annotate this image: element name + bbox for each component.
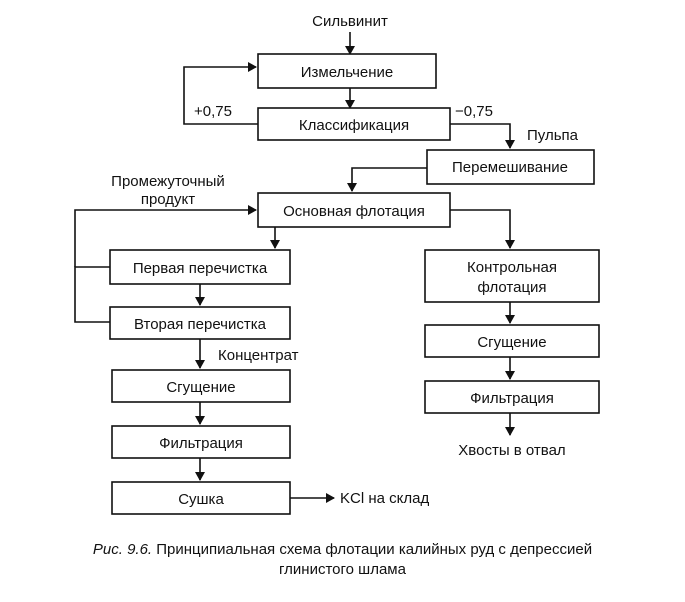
caption-title-part1: Принципиальная схема флотации калийных р… — [156, 541, 593, 558]
silvinit-label: Сильвинит — [312, 13, 388, 30]
arrow-main-to-control-flotation — [450, 209, 515, 249]
classification-label: Классификация — [299, 117, 409, 134]
tailings-label: Хвосты в отвал — [458, 442, 565, 459]
pulp-label: Пульпа — [527, 127, 579, 144]
mixing-label: Перемешивание — [452, 159, 568, 176]
mixing-box — [426, 149, 595, 185]
control-flotation-label-line1: Контрольная — [467, 259, 557, 276]
minus-fraction-label: −0,75 — [455, 103, 493, 120]
second-cleaning-box — [109, 306, 291, 340]
concentrate-label: Концентрат — [218, 347, 299, 364]
control-flotation-label-line2: флотация — [477, 279, 546, 296]
control-flotation-box — [424, 249, 600, 303]
left-filtration-label: Фильтрация — [159, 435, 243, 452]
grinding-box — [257, 53, 437, 89]
caption-line-1: Рис. 9.6. Принципиальная схема флотации … — [0, 540, 685, 560]
middling-label-line2: продукт — [141, 191, 195, 208]
grinding-label: Измельчение — [301, 64, 394, 81]
figure-caption: Рис. 9.6. Принципиальная схема флотации … — [0, 540, 685, 580]
arrow-mixing-to-main-flotation — [347, 167, 427, 192]
middling-return-arrow — [74, 205, 257, 267]
left-thickening-label: Сгущение — [166, 379, 235, 396]
caption-figure-number: Рис. 9.6. — [92, 541, 153, 558]
plus-fraction-label: +0,75 — [194, 103, 232, 120]
middling-loop-lines — [74, 266, 110, 323]
recycle-plus-line — [183, 62, 258, 125]
flotation-flow-diagram: Сильвинит Измельчение Классификация +0,7… — [74, 13, 600, 515]
left-thickening-box — [111, 369, 291, 403]
first-cleaning-label: Первая перечистка — [133, 260, 268, 277]
right-thickening-box — [424, 324, 600, 358]
caption-line-2: глинистого шлама — [279, 561, 406, 578]
right-filtration-box — [424, 380, 600, 414]
drying-box — [111, 481, 291, 515]
drying-label: Сушка — [178, 491, 224, 508]
right-thickening-label: Сгущение — [477, 334, 546, 351]
minus-fraction-line — [450, 123, 515, 149]
middling-label-line1: Промежуточный — [111, 173, 225, 190]
left-filtration-box — [111, 425, 291, 459]
kcl-warehouse-label: KCl на склад — [340, 490, 429, 507]
right-filtration-label: Фильтрация — [470, 390, 554, 407]
first-cleaning-box — [109, 249, 291, 285]
second-cleaning-label: Вторая перечистка — [134, 316, 267, 333]
main-flotation-label: Основная флотация — [283, 203, 425, 220]
main-flotation-box — [257, 192, 451, 228]
